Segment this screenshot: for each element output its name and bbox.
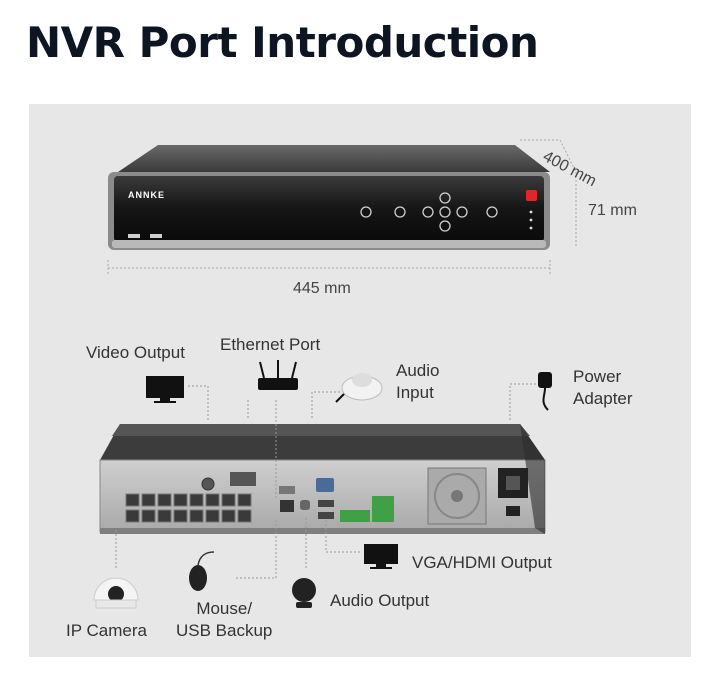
label-audio-input: Audio Input	[396, 361, 440, 402]
label-video-output: Video Output	[86, 343, 185, 362]
alarm-port-block	[230, 472, 256, 486]
front-brand-logo: ANNKE	[128, 190, 165, 200]
power-led-icon	[526, 190, 537, 201]
poe-port	[173, 509, 188, 523]
front-control-buttons	[360, 192, 498, 232]
poe-port	[125, 493, 140, 507]
poe-port	[125, 509, 140, 523]
height-dimension: 71 mm	[588, 202, 637, 219]
vga-port	[316, 478, 334, 492]
label-mouse-usb-backup: Mouse/ USB Backup	[176, 599, 273, 640]
router-icon	[258, 360, 298, 390]
poe-port	[237, 509, 252, 523]
poe-port	[205, 493, 220, 507]
audio-port	[300, 500, 310, 510]
poe-port	[141, 509, 156, 523]
hdmi-port-1	[318, 500, 334, 507]
poe-ports	[125, 493, 252, 523]
label-power-adapter: Power Adapter	[573, 367, 633, 408]
label-audio-output: Audio Output	[330, 591, 430, 610]
rear-io-ports	[201, 467, 528, 525]
poe-port	[221, 493, 236, 507]
poe-port	[157, 493, 172, 507]
ethernet-lan-port	[280, 500, 294, 512]
front-usb-port-2	[150, 234, 162, 238]
front-usb-port-1	[128, 234, 140, 238]
poe-port	[173, 493, 188, 507]
poe-port	[189, 509, 204, 523]
hdmi-port-2	[318, 512, 334, 519]
power-switch	[506, 506, 520, 516]
monitor-icon	[146, 376, 184, 403]
usb-rear-port	[279, 486, 295, 494]
label-ethernet-port: Ethernet Port	[220, 335, 321, 354]
poe-port	[189, 493, 204, 507]
connector-lines	[115, 383, 540, 579]
ip-camera-icon	[93, 577, 139, 609]
poe-port	[221, 509, 236, 523]
dimension-lines	[107, 139, 577, 276]
width-dimension: 445 mm	[293, 280, 351, 297]
terminal-block-2	[372, 496, 394, 522]
poe-port	[237, 493, 252, 507]
page-title: NVR Port Introduction	[26, 18, 539, 67]
video-out-bnc-port	[201, 477, 215, 491]
label-vga-hdmi-output: VGA/HDMI Output	[412, 553, 552, 572]
poe-port	[205, 509, 220, 523]
poe-port	[157, 509, 172, 523]
vga-monitor-icon	[364, 544, 398, 569]
power-adapter-icon	[538, 372, 552, 411]
terminal-block-1	[340, 510, 370, 522]
nvr-top-surface	[118, 145, 550, 172]
nvr-front-view: ANNKE	[108, 145, 550, 250]
poe-port	[141, 493, 156, 507]
speaker-icon	[292, 578, 316, 608]
label-ip-camera: IP Camera	[66, 621, 147, 640]
mouse-icon	[189, 551, 215, 591]
microphone-icon	[335, 373, 383, 403]
